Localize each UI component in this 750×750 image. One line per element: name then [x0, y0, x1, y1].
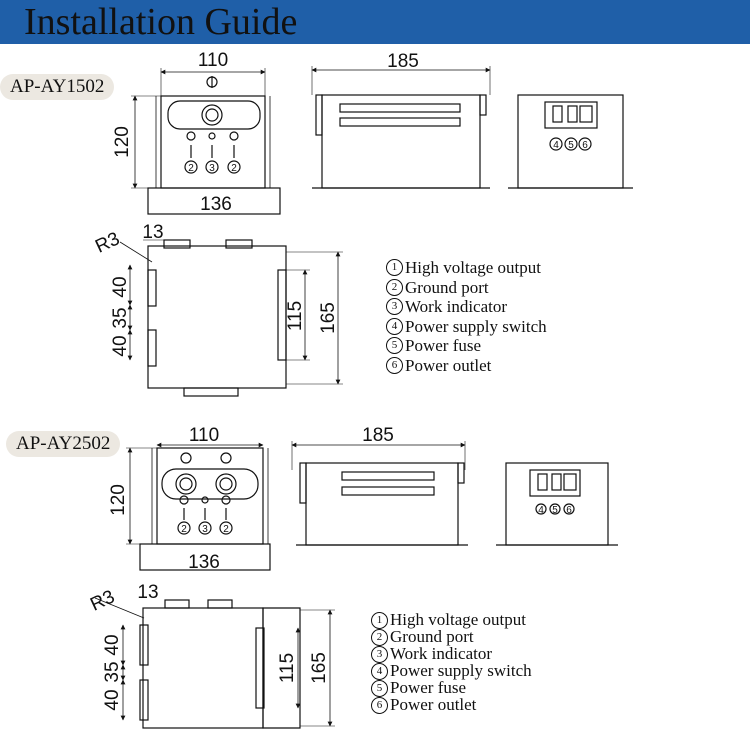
dim-slot-a-2: 40 — [102, 634, 123, 655]
legend-text: Power supply switch — [405, 316, 547, 336]
dim-height-2: 120 — [108, 484, 129, 516]
side-view-1 — [311, 66, 491, 189]
front-mark-2b: 3 — [202, 524, 208, 535]
legend-number: 4 — [371, 663, 388, 680]
top-view-1 — [119, 239, 343, 397]
legend-number: 2 — [386, 278, 403, 296]
legend-number: 5 — [371, 680, 388, 697]
dim-radius-2: R3 — [87, 586, 118, 615]
legend-number: 1 — [371, 612, 388, 629]
front-mark-2c: 2 — [223, 524, 229, 535]
rear-view-2 — [496, 462, 618, 546]
dim-width-top-1: 110 — [198, 50, 228, 71]
legend-number: 6 — [386, 356, 403, 374]
legend-text: Power fuse — [405, 336, 482, 355]
dim-slot-a-1: 40 — [110, 276, 131, 297]
front-mark-1c: 2 — [231, 163, 237, 174]
dim-base-width-2: 136 — [188, 552, 220, 573]
rear-mark-1a: 4 — [553, 140, 559, 151]
dim-offset-1: 13 — [142, 222, 163, 243]
model-label-2: AP-AY2502 — [6, 431, 121, 457]
legend-text: Ground port — [390, 627, 474, 647]
model-label-1: AP-AY1502 — [0, 74, 115, 100]
front-view-1 — [131, 68, 281, 215]
front-mark-1a: 2 — [188, 163, 194, 174]
dim-slot-b-2: 40 — [102, 689, 123, 710]
legend-number: 4 — [386, 317, 403, 335]
side-view-2 — [291, 441, 468, 546]
legend-number: 3 — [371, 646, 388, 663]
dim-slot-gap-2: 35 — [102, 661, 123, 682]
legend-text: High voltage output — [405, 258, 541, 277]
rear-mark-1c: 6 — [582, 140, 588, 151]
legend-text: Work indicator — [390, 644, 493, 664]
legend-number: 6 — [371, 697, 388, 714]
rear-view-1 — [508, 94, 633, 189]
front-mark-1b: 3 — [209, 163, 215, 174]
model-2-drawing — [94, 441, 618, 729]
dim-inner-1: 115 — [285, 301, 306, 331]
dim-depth-1: 165 — [318, 302, 339, 334]
dim-height-1: 120 — [112, 126, 133, 158]
rear-mark-2b: 5 — [552, 505, 558, 516]
header-bar: Installation Guide — [0, 0, 750, 44]
dim-length-1: 185 — [387, 51, 419, 72]
top-view-2 — [94, 597, 335, 729]
legend-text: Work indicator — [405, 297, 508, 316]
legend-number: 2 — [371, 629, 388, 646]
legend-number: 1 — [386, 259, 403, 277]
legend-text: Power outlet — [405, 355, 492, 375]
rear-mark-1b: 5 — [568, 140, 574, 151]
dim-base-width-1: 136 — [200, 194, 232, 215]
dim-radius-1: R3 — [92, 228, 123, 257]
dim-inner-2: 115 — [277, 653, 298, 683]
rear-mark-2a: 4 — [538, 505, 544, 516]
dim-slot-b-1: 40 — [110, 335, 131, 356]
legend-text: Power supply switch — [390, 661, 532, 681]
dim-length-2: 185 — [362, 425, 394, 446]
page-title: Installation Guide — [24, 1, 298, 43]
legend-text: High voltage output — [390, 610, 526, 630]
dim-depth-2: 165 — [309, 652, 330, 684]
dim-slot-gap-1: 35 — [110, 307, 131, 328]
legend-text: Power fuse — [390, 678, 467, 698]
legend-text: Power outlet — [390, 695, 477, 715]
dim-offset-2: 13 — [137, 582, 158, 603]
legend-number: 3 — [386, 298, 403, 316]
legend-number: 5 — [386, 337, 403, 355]
legend-text: Ground port — [405, 277, 489, 297]
rear-mark-2c: 6 — [566, 505, 572, 516]
front-mark-2a: 2 — [181, 524, 187, 535]
model-1-drawing — [119, 66, 633, 397]
front-view-2 — [126, 442, 271, 571]
dim-width-top-2: 110 — [189, 425, 219, 446]
